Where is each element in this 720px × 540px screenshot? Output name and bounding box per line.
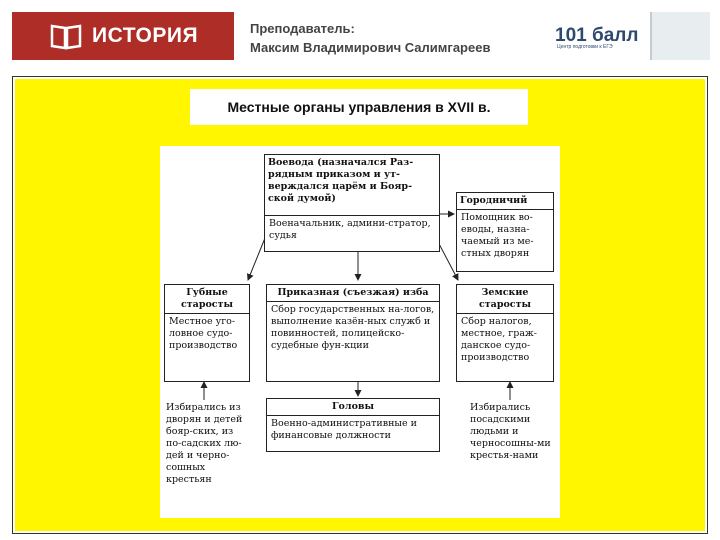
subject-name: ИСТОРИЯ xyxy=(92,24,198,48)
header: ИСТОРИЯ Преподаватель: Максим Владимиров… xyxy=(0,0,720,72)
gubnye-box: Губные старосты Местное уго-ловное судо-… xyxy=(164,284,250,382)
gorodnichiy-description: Помощник во-еводы, назна-чаемый из ме-ст… xyxy=(457,210,553,262)
gubnye-header: Губные старосты xyxy=(165,285,249,314)
voevoda-header: Воевода (назначался Раз-рядным приказом … xyxy=(265,155,439,216)
prikaznaya-header: Приказная (съезжая) изба xyxy=(267,285,439,302)
golovy-box: Головы Военно-административные и финансо… xyxy=(266,398,440,452)
gorodnichiy-header: Городничий xyxy=(457,193,553,210)
teacher-name: Максим Владимирович Салимгареев xyxy=(250,38,490,57)
zemskie-description: Сбор налогов, местное, граж-данское судо… xyxy=(457,314,553,366)
slide-title: Местные органы управления в XVII в. xyxy=(228,99,491,115)
zemskie-header: Земские старосты xyxy=(457,285,553,314)
teacher-info: Преподаватель: Максим Владимирович Салим… xyxy=(250,19,490,57)
subject-logo: ИСТОРИЯ xyxy=(12,12,234,60)
book-icon xyxy=(50,22,82,50)
left-election-note: Избирались из дворян и детей бояр-ских, … xyxy=(166,402,250,486)
prikaznaya-description: Сбор государственных на-логов, выполнени… xyxy=(267,302,439,354)
voevoda-description: Военачальник, админи-стратор, судья xyxy=(265,216,439,244)
prikaznaya-box: Приказная (съезжая) изба Сбор государств… xyxy=(266,284,440,382)
brand-subtitle: Центр подготовки к ЕГЭ xyxy=(557,44,613,50)
zemskie-box: Земские старосты Сбор налогов, местное, … xyxy=(456,284,554,382)
gubnye-description: Местное уго-ловное судо-производство xyxy=(165,314,249,354)
teacher-label: Преподаватель: xyxy=(250,19,490,38)
golovy-description: Военно-административные и финансовые дол… xyxy=(267,416,439,444)
gorodnichiy-box: Городничий Помощник во-еводы, назна-чаем… xyxy=(456,192,554,272)
golovy-header: Головы xyxy=(267,399,439,416)
right-election-note: Избирались посадскими людьми и черносошн… xyxy=(470,402,554,462)
corner-decoration xyxy=(650,12,710,60)
diagram: Воевода (назначался Раз-рядным приказом … xyxy=(160,146,560,518)
voevoda-box: Воевода (назначался Раз-рядным приказом … xyxy=(264,154,440,252)
arrow-to-gubnye xyxy=(248,238,265,280)
slide-title-box: Местные органы управления в XVII в. xyxy=(190,89,528,125)
